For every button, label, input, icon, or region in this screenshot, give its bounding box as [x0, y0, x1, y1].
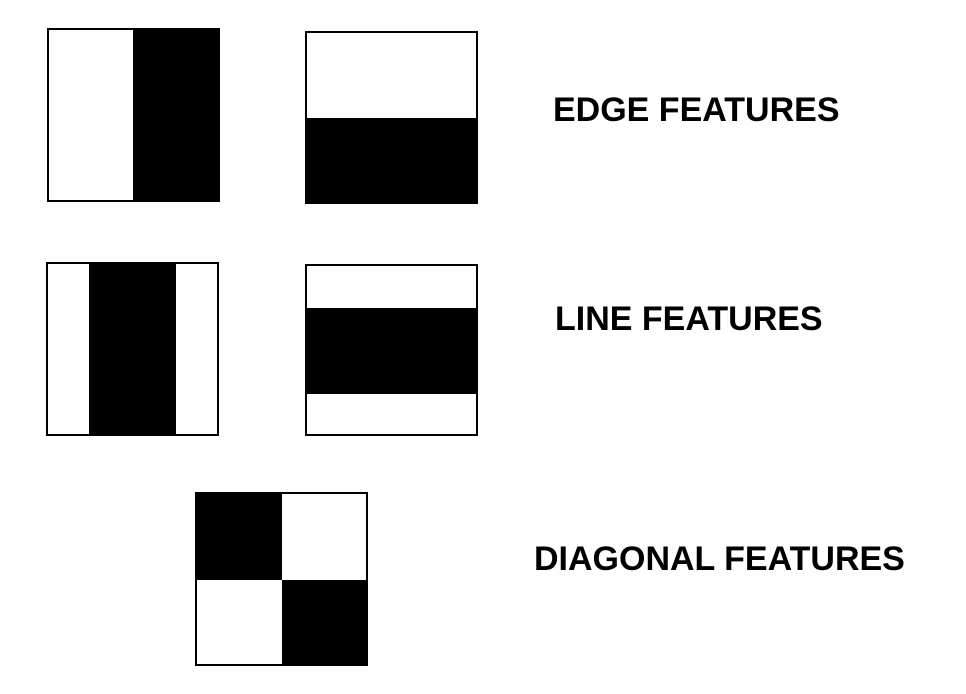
- diagonal-feature-bottom-right-black: [282, 580, 366, 664]
- line-features-label: LINE FEATURES: [555, 300, 823, 338]
- line-feature-horizontal-black-band: [307, 308, 476, 394]
- diagonal-feature-top-left-black: [197, 494, 282, 580]
- edge-features-label: EDGE FEATURES: [553, 91, 840, 129]
- line-feature-vertical: [46, 262, 219, 436]
- edge-feature-horizontal: [305, 31, 478, 204]
- edge-feature-vertical-black-region: [133, 30, 218, 200]
- edge-feature-vertical: [47, 28, 220, 202]
- diagonal-feature: [195, 492, 368, 666]
- line-feature-horizontal: [305, 264, 478, 436]
- line-feature-vertical-black-band: [89, 264, 176, 434]
- edge-feature-horizontal-black-region: [307, 118, 476, 202]
- diagonal-features-label: DIAGONAL FEATURES: [534, 540, 905, 578]
